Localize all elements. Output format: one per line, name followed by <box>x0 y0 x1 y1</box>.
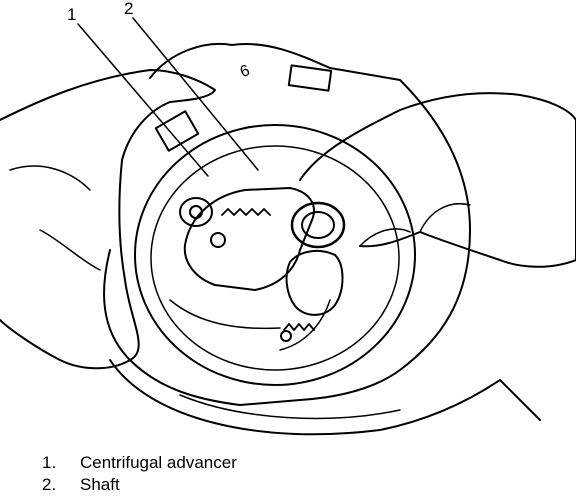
legend-label: Shaft <box>80 475 120 494</box>
casting-mark: 6 <box>238 62 252 81</box>
housing-base <box>109 359 541 436</box>
advancer-spring-lower <box>283 323 315 331</box>
legend-number: 1. <box>42 453 57 472</box>
right-hand-knuckles <box>359 203 471 247</box>
advancer-weight-left <box>179 197 213 227</box>
legend-number: 2. <box>42 475 57 494</box>
spring-post-lower <box>280 330 292 342</box>
advancer-plate <box>183 187 315 291</box>
shaft <box>290 201 346 249</box>
legend-item: 1. Centrifugal advancer <box>42 452 237 474</box>
distributor-housing <box>103 43 471 406</box>
advancer-spring-upper <box>221 208 271 216</box>
housing-rim-outer <box>134 124 416 386</box>
legend-label: Centrifugal advancer <box>80 453 237 472</box>
breaker-plate <box>169 299 331 351</box>
right-hand-thumb <box>285 249 344 316</box>
advancer-pivot-left <box>189 205 203 219</box>
housing-notch-left <box>154 110 200 152</box>
advancer-pivot-center <box>210 232 226 248</box>
housing-base-shadow <box>179 394 401 420</box>
legend: 1. Centrifugal advancer 2. Shaft <box>42 452 237 496</box>
left-hand <box>0 69 216 370</box>
callout-2: 2 <box>124 0 134 18</box>
right-hand <box>299 92 576 268</box>
centrifugal-advancer-illustration: 6 <box>0 17 576 436</box>
shaft-bore <box>301 211 335 239</box>
callout-1: 1 <box>67 5 77 24</box>
leader-line-1 <box>77 23 209 177</box>
housing-notch-top <box>287 64 333 92</box>
legend-item: 2. Shaft <box>42 474 237 496</box>
left-hand-finger-crease <box>9 165 101 271</box>
leader-line-2 <box>132 17 259 171</box>
housing-rim-inner <box>150 145 400 371</box>
